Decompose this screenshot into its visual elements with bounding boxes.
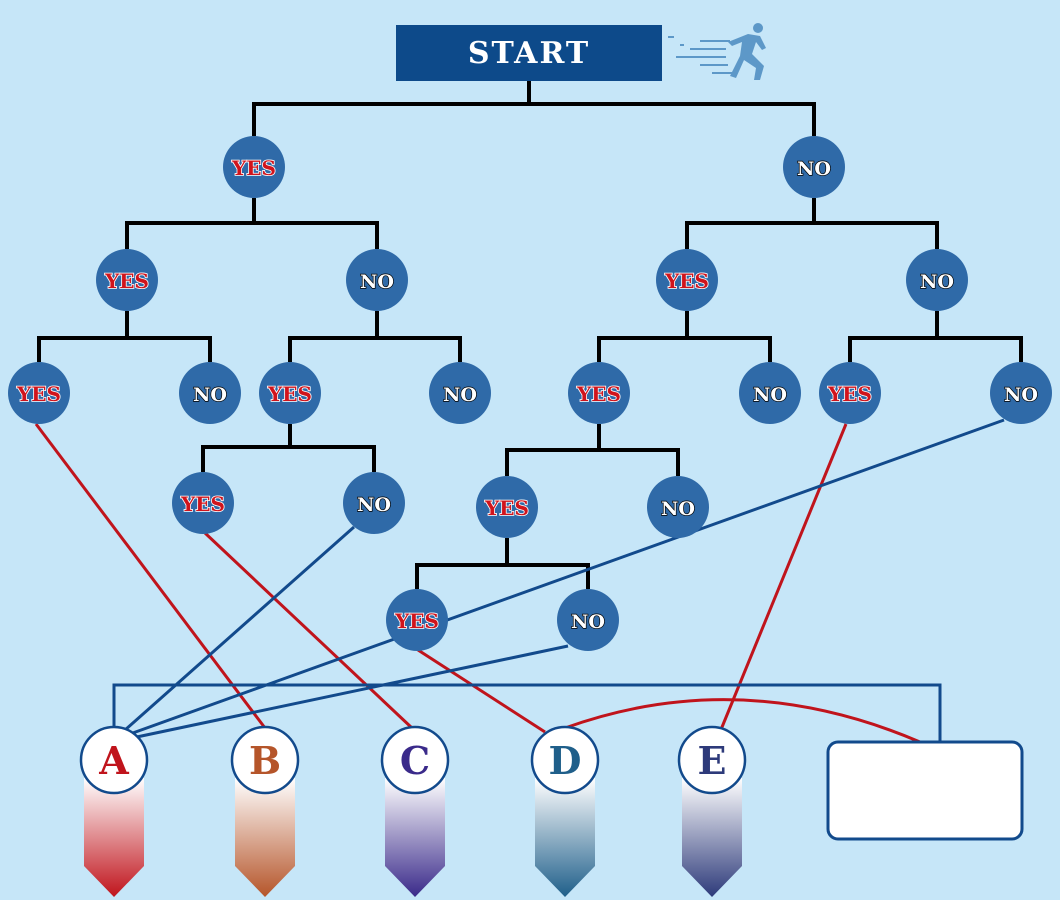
tree-connector	[201, 424, 376, 472]
decision-node-yes: YES	[386, 589, 448, 651]
outcome-label: C	[400, 738, 430, 783]
decision-node-label: YES	[180, 492, 225, 516]
outcome-links	[34, 418, 1005, 740]
link-g3-to-e	[718, 423, 848, 733]
tree-connector	[848, 311, 1023, 362]
outcome-arrow	[682, 778, 742, 897]
decision-node-label: NO	[797, 158, 831, 180]
decision-node-no: NO	[990, 362, 1052, 424]
decision-node-label: YES	[576, 382, 621, 406]
d-to-result-curve	[564, 698, 921, 744]
outcome-c: C	[380, 725, 450, 897]
decision-node-no: NO	[343, 472, 405, 534]
decision-node-yes: YES	[259, 362, 321, 424]
decision-node-label: YES	[664, 269, 709, 293]
decision-node-yes: YES	[8, 362, 70, 424]
outcome-b: B	[230, 725, 300, 897]
start-node: START	[396, 25, 662, 81]
decision-node-label: NO	[661, 498, 695, 520]
decision-node-label: YES	[827, 382, 872, 406]
decision-node-yes: YES	[819, 362, 881, 424]
outcome-label: A	[98, 738, 129, 783]
decision-node-label: NO	[360, 271, 394, 293]
tree-connector	[37, 311, 212, 362]
decision-node-label: NO	[571, 611, 605, 633]
link-e5y-to-d	[417, 648, 546, 734]
outcome-arrow	[84, 778, 144, 897]
tree-connector	[125, 198, 379, 249]
decision-node-label: NO	[753, 384, 787, 406]
link-c4y-to-c	[203, 531, 414, 730]
tree-connectors	[37, 81, 1023, 589]
decision-node-label: YES	[394, 609, 439, 633]
outcome-arrow	[535, 778, 595, 897]
outcome-label: E	[698, 738, 727, 783]
tree-connector	[252, 81, 816, 136]
outcome-e: E	[677, 725, 747, 897]
decision-node-no: NO	[906, 249, 968, 311]
link-c4n-to-a	[124, 525, 355, 732]
decision-node-label: NO	[357, 494, 391, 516]
decision-node-label: YES	[16, 382, 61, 406]
decision-node-label: YES	[484, 496, 529, 520]
decision-node-label: YES	[231, 156, 276, 180]
outcome-a: A	[79, 725, 149, 897]
link-a3-to-b	[34, 423, 267, 729]
decision-node-no: NO	[647, 476, 709, 538]
decision-node-label: NO	[193, 384, 227, 406]
link-h3-to-a	[129, 418, 1005, 736]
tree-connector	[685, 198, 939, 249]
decision-node-no: NO	[557, 589, 619, 651]
tree-connector	[415, 538, 590, 589]
decision-node-yes: YES	[172, 472, 234, 534]
decision-node-label: NO	[443, 384, 477, 406]
tree-connector	[505, 424, 680, 476]
decision-node-label: NO	[920, 271, 954, 293]
outcome-arrow	[235, 778, 295, 897]
decision-node-yes: YES	[223, 136, 285, 198]
link-e5n-to-a	[131, 644, 569, 740]
outcome-d: D	[530, 725, 600, 897]
outcome-label: D	[549, 738, 582, 783]
decision-node-no: NO	[179, 362, 241, 424]
decision-node-yes: YES	[476, 476, 538, 538]
outcome-arrow	[385, 778, 445, 897]
decision-node-no: NO	[739, 362, 801, 424]
tree-connector	[288, 311, 462, 362]
result-box	[826, 740, 1024, 841]
decision-node-no: NO	[346, 249, 408, 311]
decision-node-label: YES	[104, 269, 149, 293]
decision-node-no: NO	[783, 136, 845, 198]
outcome-markers: A B C D E	[79, 725, 747, 897]
result-bracket	[112, 683, 942, 742]
decision-node-no: NO	[429, 362, 491, 424]
outcome-label: B	[249, 738, 281, 783]
decision-nodes: YES NO YES NO YES NO YES NO YES NO YES NO YES NO YES NO…	[8, 136, 1052, 651]
decision-node-yes: YES	[96, 249, 158, 311]
decision-node-label: YES	[267, 382, 312, 406]
decision-node-label: NO	[1004, 384, 1038, 406]
decision-node-yes: YES	[656, 249, 718, 311]
decision-node-yes: YES	[568, 362, 630, 424]
start-label: START	[468, 36, 590, 71]
runner-icon	[668, 23, 766, 80]
tree-connector	[597, 311, 772, 362]
